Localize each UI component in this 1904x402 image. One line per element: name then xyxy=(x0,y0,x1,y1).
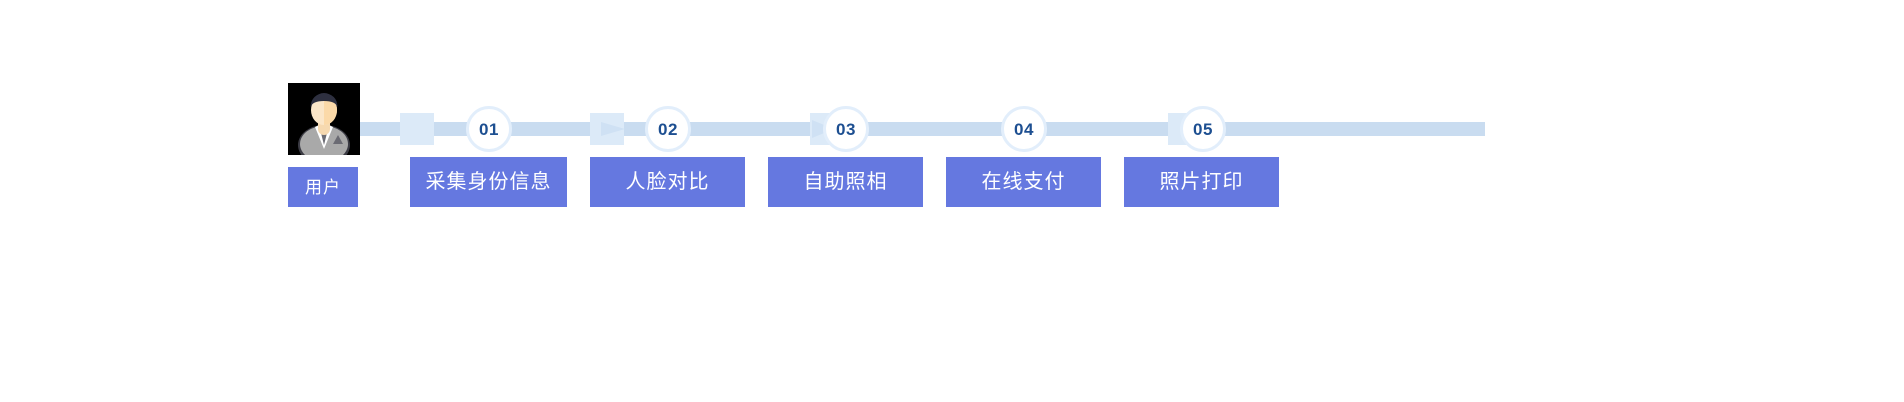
step-number-02: 02 xyxy=(658,119,678,139)
step-number-01: 01 xyxy=(479,119,499,139)
user-avatar-icon xyxy=(288,83,360,155)
label-text-step-01: 采集身份信息 xyxy=(425,171,552,193)
label-box-step-05[interactable]: 照片打印 xyxy=(1124,157,1279,207)
step-number-05: 05 xyxy=(1193,119,1213,139)
label-text-step-02: 人脸对比 xyxy=(625,171,710,193)
label-box-step-03[interactable]: 自助照相 xyxy=(768,157,923,207)
label-text-step-04: 在线支付 xyxy=(981,171,1066,193)
label-text-step-03: 自助照相 xyxy=(803,171,888,193)
step-circle-04[interactable]: 04 xyxy=(1001,106,1047,152)
step-circle-03[interactable]: 03 xyxy=(823,106,869,152)
connector-track-segment-7 xyxy=(1345,122,1485,136)
step-circle-02[interactable]: 02 xyxy=(645,106,691,152)
label-text-step-05: 照片打印 xyxy=(1159,171,1244,193)
step-circle-01[interactable]: 01 xyxy=(466,106,512,152)
step-number-04: 04 xyxy=(1014,119,1034,139)
label-box-user[interactable]: 用户 xyxy=(288,167,358,207)
label-text-user: 用户 xyxy=(305,177,341,197)
step-number-03: 03 xyxy=(836,119,856,139)
label-box-step-04[interactable]: 在线支付 xyxy=(946,157,1101,207)
label-box-step-01[interactable]: 采集身份信息 xyxy=(410,157,567,207)
label-box-step-02[interactable]: 人脸对比 xyxy=(590,157,745,207)
step-circle-05[interactable]: 05 xyxy=(1180,106,1226,152)
